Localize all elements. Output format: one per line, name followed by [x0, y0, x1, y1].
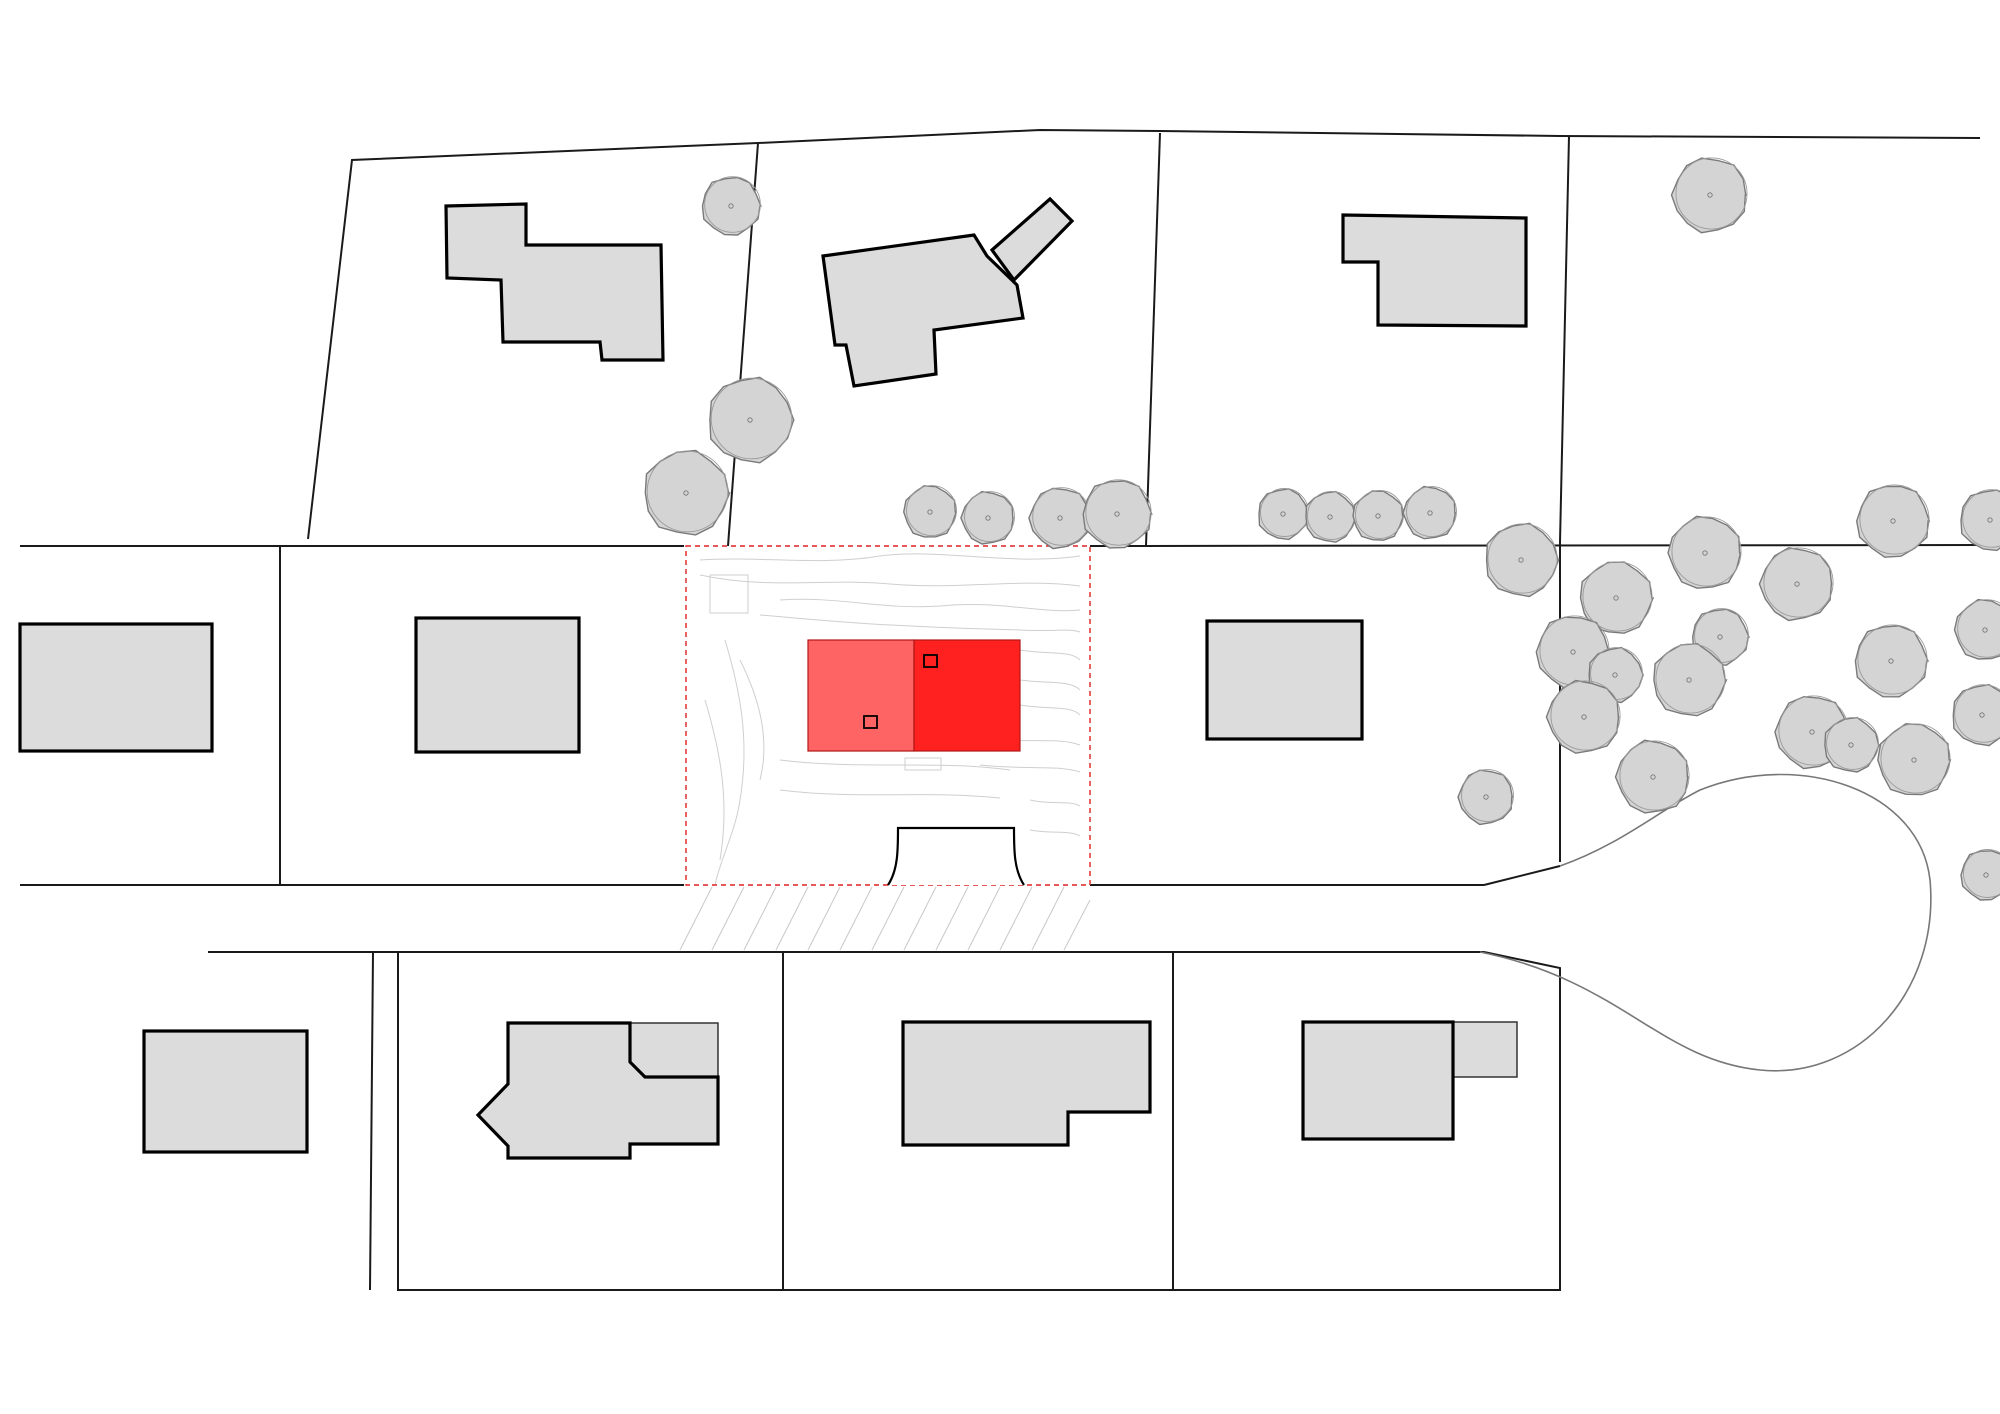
tree-canopy-icon [1653, 642, 1728, 717]
tree-canopy-icon [1258, 488, 1311, 541]
terrain-contours [699, 553, 1081, 886]
building-south-1 [142, 1029, 309, 1154]
cul-de-sac-north-curve [1479, 773, 1932, 1072]
south-lot-divider-0 [369, 951, 374, 1291]
building-north-1 [444, 202, 665, 362]
tree-canopy-icon [1854, 624, 1930, 698]
tree-canopy-icon [1953, 598, 2000, 660]
building-south-2-annex [629, 1022, 719, 1078]
north-lot-divider-2 [1145, 132, 1161, 547]
road [1479, 773, 1932, 1072]
tree-canopy-icon [1855, 484, 1931, 558]
road-hatching [679, 886, 1091, 951]
tree-canopy-icon [701, 176, 762, 236]
tree-canopy-icon [902, 485, 958, 538]
tree-canopy-icon [1352, 490, 1405, 541]
neighbor-buildings [18, 196, 1528, 1160]
middle-lot-corner [1483, 865, 1561, 886]
trees [644, 157, 2000, 901]
chimney-west [863, 715, 878, 729]
subject-house-wing-east [913, 639, 1021, 752]
chimney-east [923, 654, 938, 668]
tree-canopy-icon [1402, 485, 1457, 540]
driveway [887, 826, 1025, 886]
tree-canopy-icon [1485, 522, 1560, 598]
tree-canopy-icon [1952, 683, 2000, 747]
tree-canopy-icon [1960, 489, 2000, 552]
tree-canopy-icon [1457, 769, 1514, 826]
tree-canopy-icon [1028, 487, 1091, 550]
tree-canopy-icon [644, 449, 731, 536]
tree-canopy-icon [960, 490, 1015, 545]
north-lot-divider-3 [1559, 135, 1570, 543]
building-north-2-annex [989, 196, 1075, 283]
tree-canopy-icon [1960, 849, 2000, 901]
building-north-3 [1341, 213, 1528, 328]
subject-house-wing-west [807, 639, 915, 752]
building-middle-east [1205, 619, 1364, 741]
tree-canopy-icon [1614, 739, 1690, 814]
building-middle-west [18, 622, 214, 753]
tree-canopy-icon [709, 376, 795, 464]
subject-site [679, 545, 1091, 951]
tree-canopy-icon [1545, 679, 1621, 754]
tree-canopy-icon [1877, 723, 1952, 796]
tree-canopy-icon [1670, 157, 1748, 234]
north-boundary-line [307, 128, 1981, 540]
building-south-4 [1301, 1020, 1455, 1141]
tree-canopy-icon [1758, 546, 1834, 622]
tree-canopy-icon [1824, 716, 1881, 773]
building-middle-2 [414, 616, 581, 754]
tree-canopy-icon [1082, 479, 1153, 549]
tree-canopy-icon [1305, 490, 1358, 543]
south-lots-outline [397, 951, 1561, 1291]
tree-canopy-icon [1579, 561, 1655, 634]
building-south-4-annex [1452, 1021, 1518, 1078]
tree-canopy-icon [1667, 515, 1742, 589]
building-south-2 [475, 1021, 720, 1160]
building-south-3 [901, 1020, 1152, 1147]
building-north-2 [821, 233, 1025, 388]
